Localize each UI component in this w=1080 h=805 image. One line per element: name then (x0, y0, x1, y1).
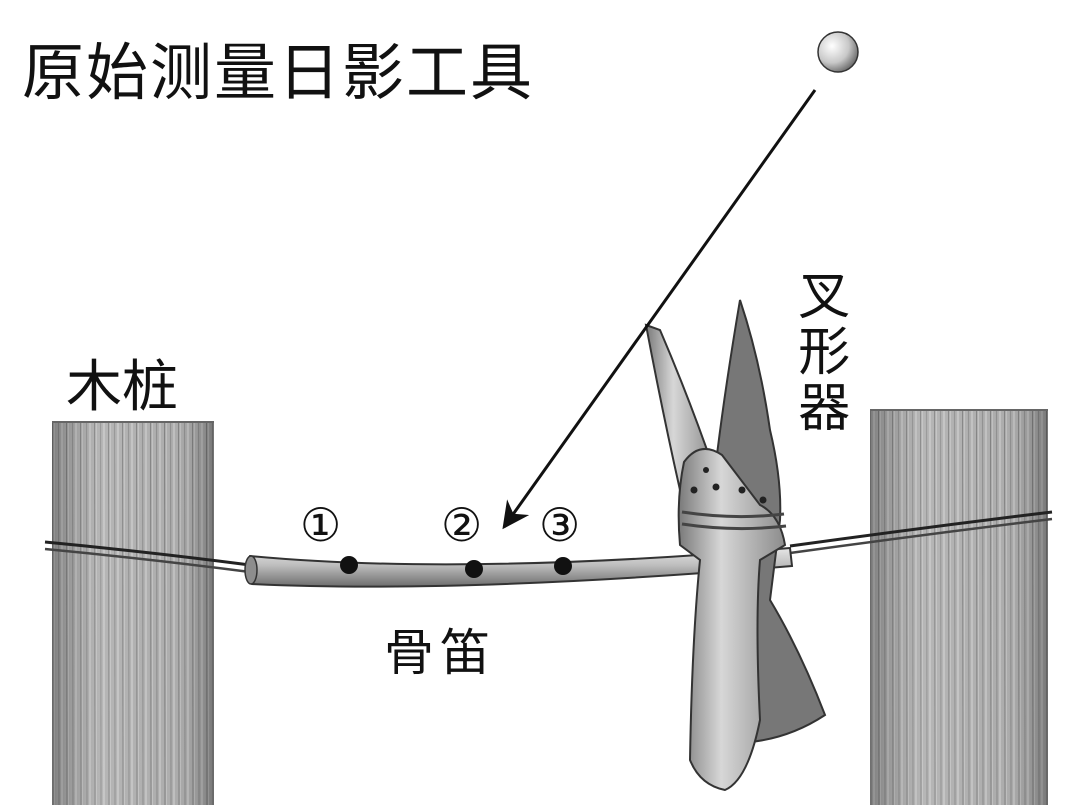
forked-instrument (644, 299, 827, 792)
sun-ball (817, 31, 859, 73)
bone-flute-label: 骨笛 (384, 624, 496, 682)
flute-hole-1 (340, 556, 358, 574)
diagram-title: 原始测量日影工具 (22, 36, 535, 109)
position-marker-3: ③ (539, 498, 581, 552)
position-marker-2: ② (441, 498, 483, 552)
sun-ray-arrow (502, 89, 817, 530)
flute-hole-3 (554, 557, 572, 575)
fork-instrument-label: 叉形器 (788, 268, 849, 436)
position-marker-1: ① (300, 498, 342, 552)
wooden-post-label: 木桩 (66, 355, 178, 420)
left-wooden-post (52, 421, 214, 805)
left-cord (44, 540, 251, 574)
right-cord (789, 510, 1053, 555)
flute-hole-2 (465, 560, 483, 578)
right-wooden-post (870, 409, 1048, 805)
